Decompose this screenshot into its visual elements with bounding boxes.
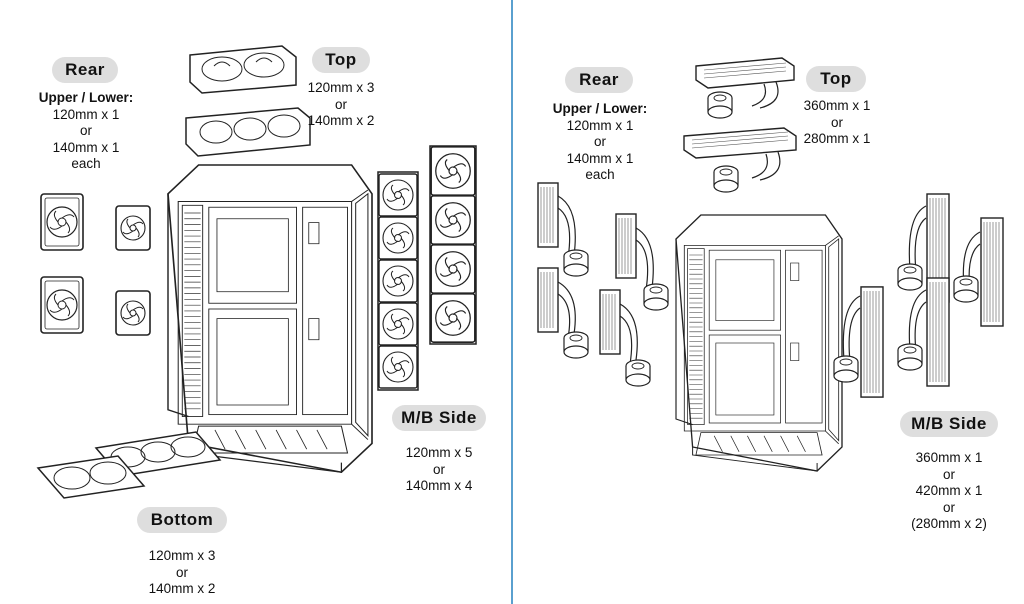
mb-side-radiator-middle-lower bbox=[897, 277, 950, 387]
rear-label-pill: Rear bbox=[52, 57, 118, 83]
top-spec-text: 360mm x 1 or 280mm x 1 bbox=[803, 98, 871, 146]
rear-spec-text: Upper / Lower: 120mm x 1 or 140mm x 1 ea… bbox=[38, 90, 134, 171]
mb-side-radiator-middle-upper bbox=[897, 193, 950, 303]
top-fan-panel-lower bbox=[185, 107, 311, 157]
top-radiator-280 bbox=[683, 127, 797, 193]
mb-side-radiator-back bbox=[953, 217, 1004, 327]
panel-divider bbox=[511, 0, 513, 604]
fan-layout-panel: Rear Upper / Lower: 120mm x 1 or 140mm x… bbox=[36, 45, 486, 596]
pc-case bbox=[167, 164, 373, 474]
rear-fan-large-upper bbox=[40, 193, 84, 251]
top-label-pill: Top bbox=[806, 66, 866, 92]
top-label-pill: Top bbox=[312, 47, 370, 73]
pc-case bbox=[675, 214, 843, 472]
rear-spec-text: Upper / Lower: 120mm x 1 or 140mm x 1 ea… bbox=[552, 101, 648, 182]
top-fan-panel-upper bbox=[189, 45, 297, 94]
radiator-layout-illustration bbox=[537, 57, 1004, 472]
top-radiator-360 bbox=[695, 57, 795, 119]
rear-fan-large-lower bbox=[40, 276, 84, 334]
mb-side-spec-text: 360mm x 1 or 420mm x 1 or (280mm x 2) bbox=[911, 450, 987, 531]
rear-radiator-lower-right bbox=[599, 289, 651, 387]
rear-radiator-lower-left bbox=[537, 267, 589, 359]
top-spec-text: 120mm x 3 or 140mm x 2 bbox=[307, 80, 375, 128]
mb-side-radiator-front bbox=[833, 286, 884, 398]
bottom-spec-text: 120mm x 3 or 140mm x 2 bbox=[148, 548, 216, 596]
rear-fan-small-lower bbox=[115, 290, 151, 336]
mb-side-fan-column-5 bbox=[377, 171, 419, 391]
mb-side-spec-text: 120mm x 5 or 140mm x 4 bbox=[405, 445, 473, 493]
mb-side-label-pill: M/B Side bbox=[392, 405, 486, 431]
rear-fan-small-upper bbox=[115, 205, 151, 251]
bottom-fan-panel-2 bbox=[36, 455, 146, 499]
mb-side-fan-column-4 bbox=[429, 145, 477, 345]
rear-label-pill: Rear bbox=[565, 67, 633, 93]
fan-layout-illustration bbox=[36, 45, 477, 499]
bottom-label-pill: Bottom bbox=[137, 507, 227, 533]
rear-radiator-upper-right bbox=[615, 213, 669, 311]
radiator-layout-panel: Rear Upper / Lower: 120mm x 1 or 140mm x… bbox=[514, 0, 1024, 604]
mb-side-label-pill: M/B Side bbox=[900, 411, 998, 437]
rear-radiator-upper-left bbox=[537, 182, 589, 277]
